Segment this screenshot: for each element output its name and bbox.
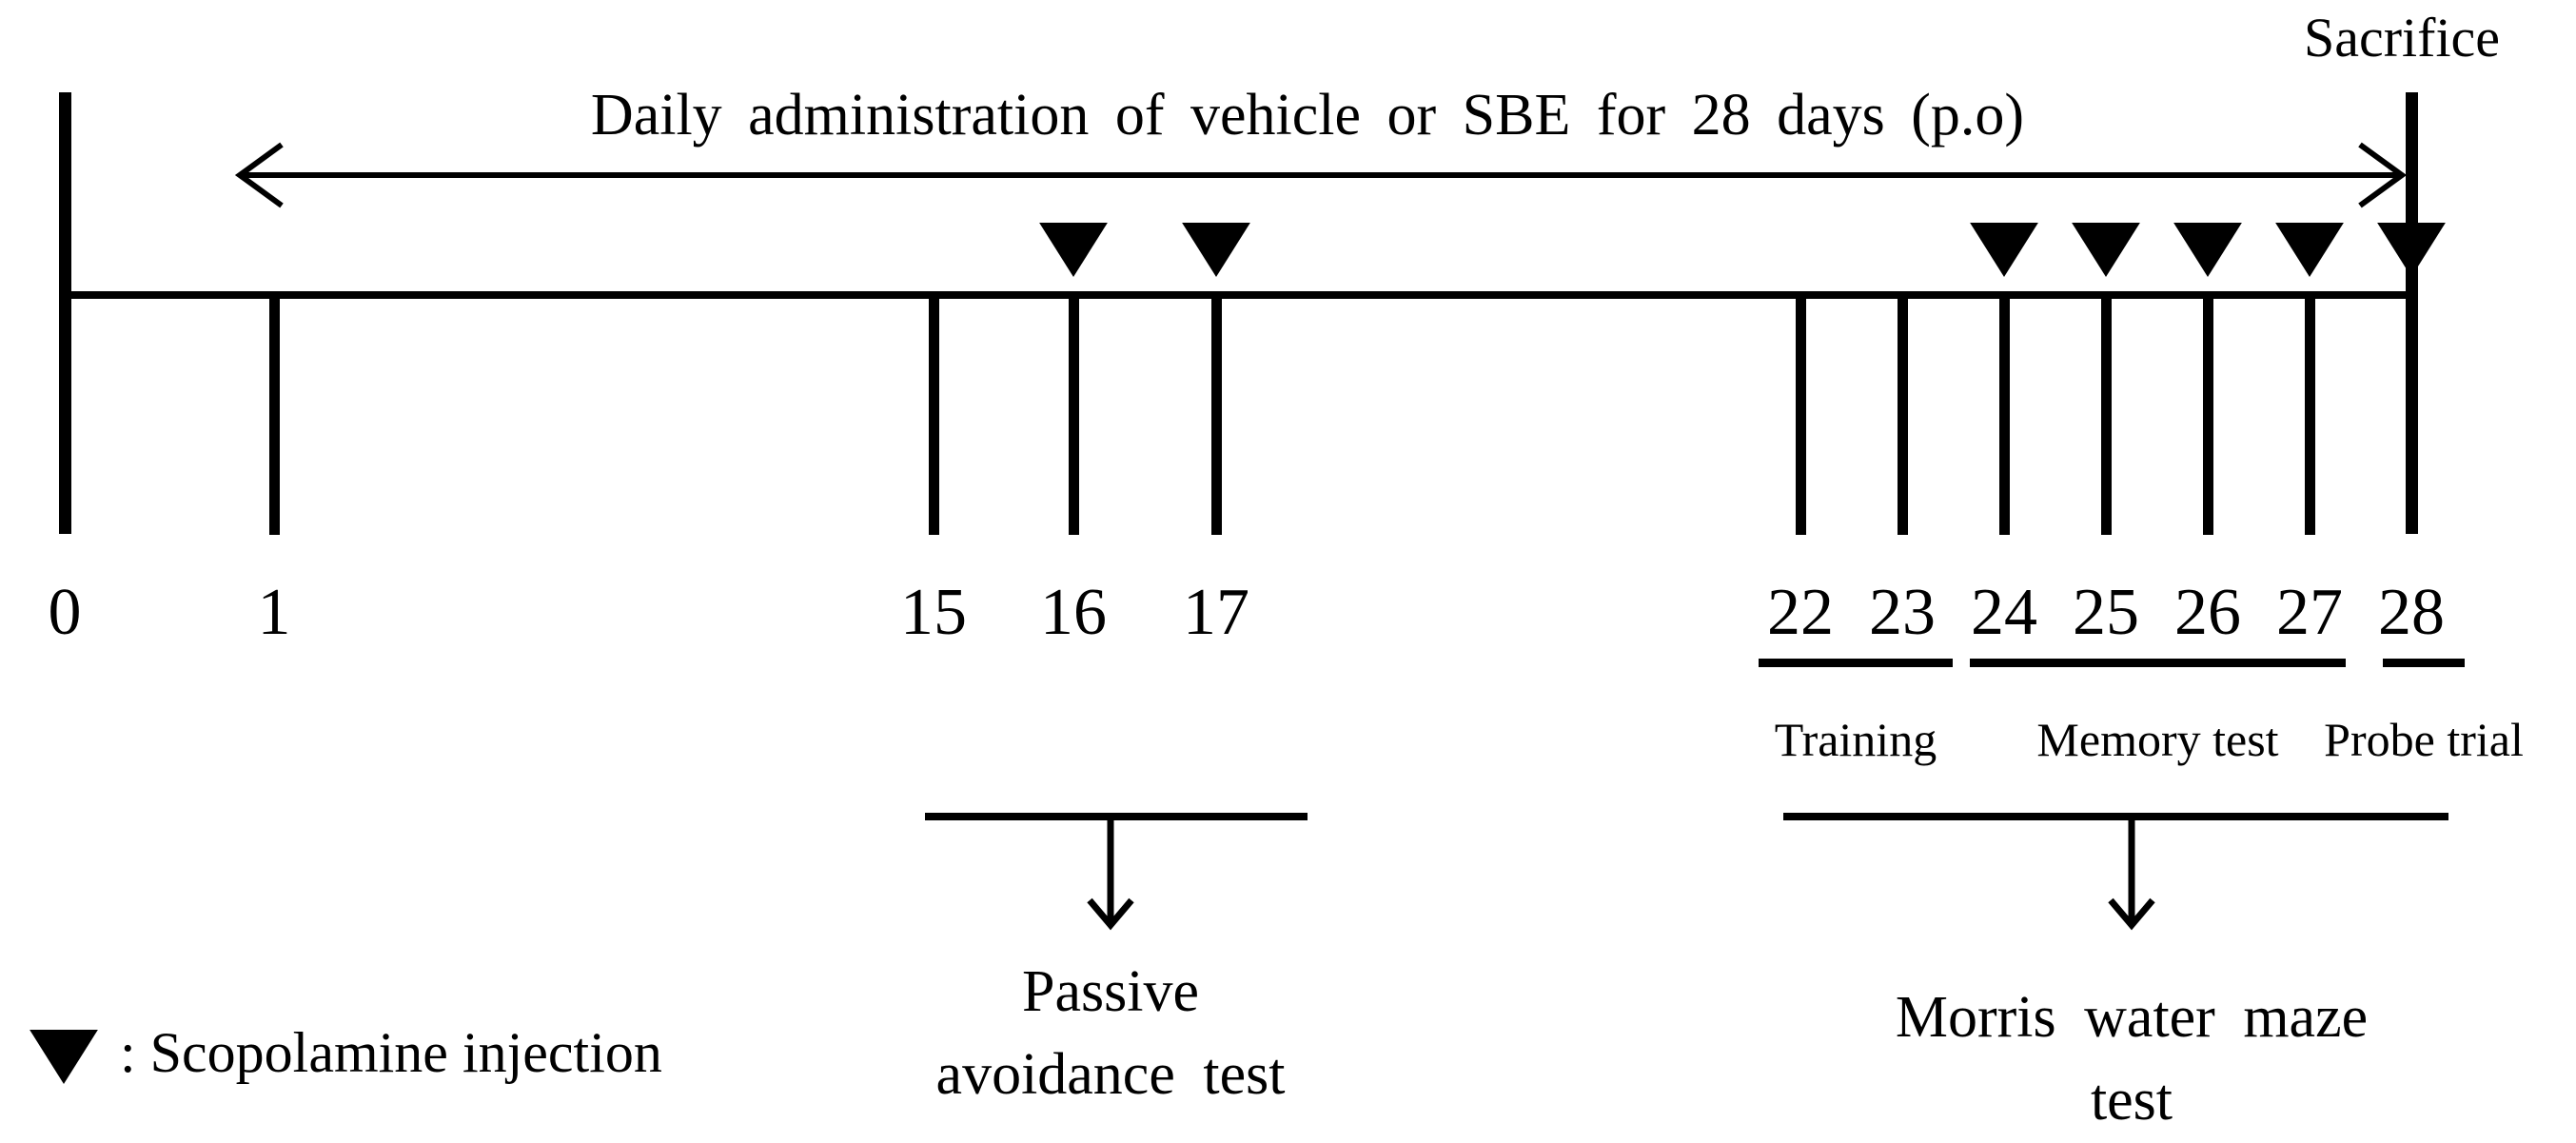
administration-title: Daily administration of vehicle or SBE f… [590,83,2025,148]
day-25-tick [2100,295,2112,535]
scopolamine-triangle-icon [29,1030,98,1084]
day-label-24: 24 [1971,576,2037,649]
scopolamine-marker-icon-day-24 [1970,223,2038,277]
passive-avoidance-test-label: Passive avoidance test [936,951,1286,1116]
phase-underline-training [1759,659,1953,667]
day-label-16: 16 [1040,576,1107,649]
day-label-23: 23 [1869,576,1936,649]
scopolamine-marker-icon-day-25 [2072,223,2140,277]
scopolamine-marker-icon-day-26 [2173,223,2242,277]
morris-water-maze-test-label: Morris water maze test [1896,976,2368,1142]
morris-water-maze-test-bracket [1783,813,2448,820]
day-15-tick [928,295,939,535]
day-0-bar [58,92,71,534]
day-label-1: 1 [257,576,291,649]
phase-label-probe-trial: Probe trial [2324,713,2524,766]
morris-water-maze-test-label-line: Morris water maze [1895,985,2369,1050]
morris-water-maze-test-label-line: test [2090,1068,2173,1133]
passive-avoidance-test-label-line: Passive [1022,959,1199,1024]
scopolamine-marker-icon-day-17 [1182,223,1250,277]
double-headed-arrow-icon [234,142,2408,208]
day-label-25: 25 [2073,576,2139,649]
scopolamine-marker-icon-day-16 [1039,223,1108,277]
day-28-bar [2405,92,2418,534]
day-23-tick [1897,295,1908,535]
phase-label-training: Training [1774,713,1937,766]
day-16-tick [1068,295,1079,535]
day-label-22: 22 [1767,576,1834,649]
day-label-17: 17 [1183,576,1249,649]
passive-avoidance-test-down-arrow-icon [1077,817,1144,945]
day-27-tick [2304,295,2315,535]
day-label-15: 15 [900,576,967,649]
passive-avoidance-test-label-line: avoidance test [935,1042,1286,1107]
scopolamine-marker-icon-day-27 [2275,223,2344,277]
scopolamine-marker-icon-day-28 [2377,223,2446,277]
phase-underline-probe-trial [2383,659,2465,667]
day-label-27: 27 [2276,576,2343,649]
day-1-tick [268,295,280,535]
morris-water-maze-test-down-arrow-icon [2098,817,2165,945]
legend-text: : Scopolamine injection [120,1021,662,1084]
day-label-0: 0 [48,576,82,649]
day-22-tick [1795,295,1806,535]
day-label-28: 28 [2378,576,2445,649]
phase-underline-memory-test [1970,659,2346,667]
passive-avoidance-test-bracket [925,813,1308,820]
day-label-26: 26 [2174,576,2241,649]
sacrifice-label: Sacrifice [2303,7,2501,69]
day-17-tick [1210,295,1222,535]
phase-label-memory-test: Memory test [2036,713,2279,766]
timeline-axis [59,291,2417,299]
day-26-tick [2202,295,2213,535]
day-24-tick [1998,295,2010,535]
